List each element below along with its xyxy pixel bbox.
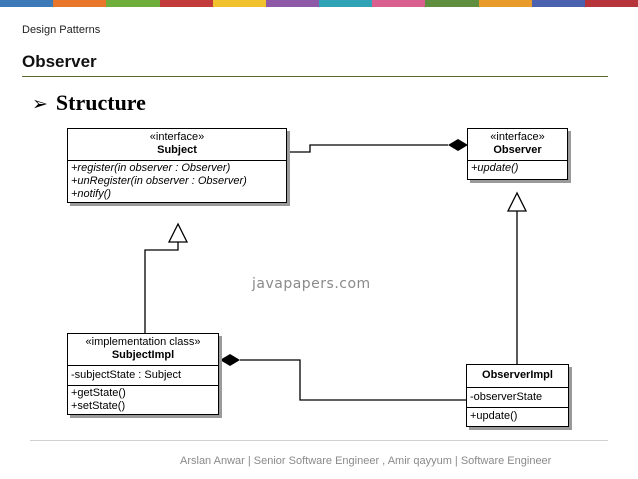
subject-header: «interface» Subject [68, 129, 286, 161]
observerimpl-attr: -observerState [470, 391, 543, 403]
top-bar-segment [106, 0, 160, 7]
observerimpl-operations: +update() [467, 408, 568, 426]
observer-op: +update() [471, 162, 519, 174]
subject-observer-link [287, 144, 448, 153]
footer-credits: Arslan Anwar | Senior Software Engineer … [180, 455, 552, 467]
observerimpl-header: ObserverImpl [467, 365, 568, 388]
observerimpl-class-box: ObserverImpl -observerState +update() [466, 364, 569, 427]
bullet-heading: ➢ Structure [32, 90, 146, 116]
subjectimpl-operations: +getState() +setState() [68, 386, 218, 414]
top-bar-segment [53, 0, 107, 7]
observerimpl-name: ObserverImpl [482, 369, 553, 381]
subjectimpl-observerimpl-link [240, 359, 466, 401]
slide-title: Observer [22, 52, 97, 71]
top-bar-segment [425, 0, 479, 7]
subjectimpl-class-box: «implementation class» SubjectImpl -subj… [67, 333, 219, 415]
top-bar-segment [531, 0, 585, 7]
top-bar-segment [478, 0, 532, 7]
observerimpl-attributes: -observerState [467, 388, 568, 408]
subjectimpl-realization-line [144, 242, 179, 333]
composition-diamond-subjectimpl [220, 354, 240, 366]
top-bar-segment [584, 0, 638, 7]
course-label: Design Patterns [22, 24, 101, 36]
observerimpl-op: +update() [470, 410, 518, 422]
subject-op: +notify() [71, 188, 112, 200]
subject-name: Subject [157, 144, 197, 156]
realization-arrow-observer [506, 191, 528, 212]
subject-op: +register(in observer : Observer) [71, 162, 231, 174]
subject-stereotype: «interface» [149, 131, 205, 143]
top-bar-segment [212, 0, 266, 7]
subject-op: +unRegister(in observer : Observer) [71, 175, 247, 187]
subjectimpl-op: +setState() [71, 400, 126, 412]
observer-name: Observer [493, 144, 542, 156]
composition-diamond-observer [448, 139, 468, 151]
subject-class-box: «interface» Subject +register(in observe… [67, 128, 287, 203]
top-bar-segment [159, 0, 213, 7]
subjectimpl-header: «implementation class» SubjectImpl [68, 334, 218, 366]
realization-arrow-subject [167, 222, 189, 243]
subjectimpl-stereotype: «implementation class» [85, 336, 201, 348]
subject-operations: +register(in observer : Observer) +unReg… [68, 161, 286, 202]
top-bar-segment [319, 0, 373, 7]
subjectimpl-attr: -subjectState : Subject [71, 369, 182, 381]
title-divider [22, 76, 608, 77]
top-bar-segment [372, 0, 426, 7]
top-bar-segment [265, 0, 320, 7]
top-bar-segment [0, 0, 54, 7]
top-color-bar [0, 0, 638, 7]
subjectimpl-op: +getState() [71, 387, 126, 399]
observer-operations: +update() [468, 161, 567, 179]
bullet-arrow-icon: ➢ [32, 93, 48, 115]
subjectimpl-name: SubjectImpl [111, 349, 175, 361]
observer-header: «interface» Observer [468, 129, 567, 161]
footer-divider [30, 440, 608, 441]
observer-class-box: «interface» Observer +update() [467, 128, 568, 180]
observer-stereotype: «interface» [490, 131, 545, 143]
bullet-text: Structure [55, 90, 146, 115]
subjectimpl-attributes: -subjectState : Subject [68, 366, 218, 386]
watermark: javapapers.com [252, 276, 371, 292]
